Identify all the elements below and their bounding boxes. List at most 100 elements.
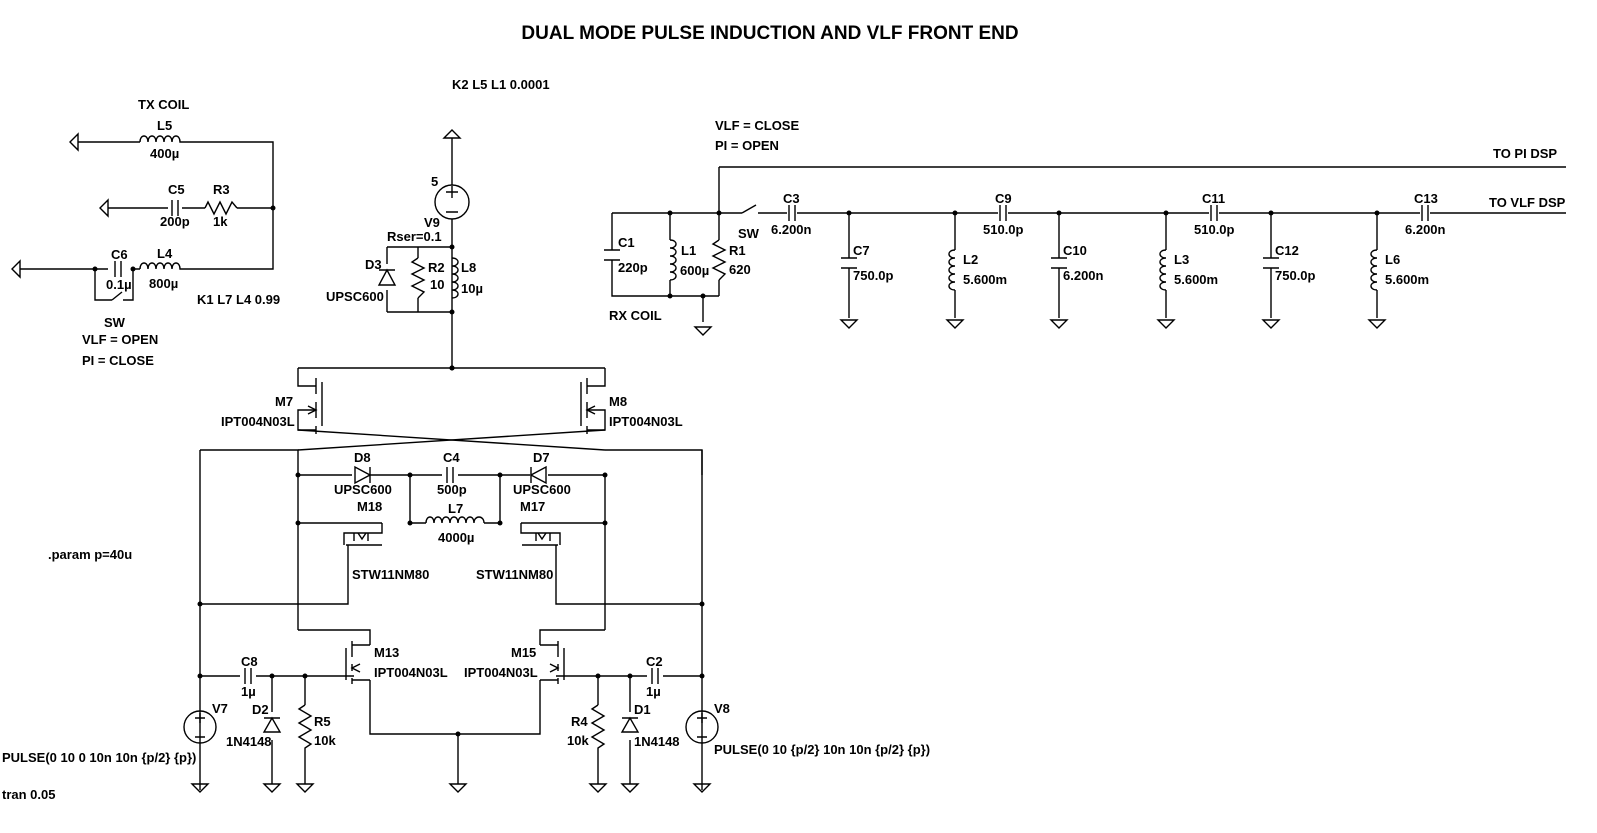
svg-text:L8: L8	[461, 260, 476, 275]
svg-text:M17: M17	[520, 499, 545, 514]
resistor-r4: R4 10k	[567, 704, 606, 755]
svg-text:5: 5	[431, 174, 438, 189]
svg-text:M7: M7	[275, 394, 293, 409]
voltage-source-v9: 5 V9 Rser=0.1	[387, 174, 470, 244]
mosfet-m15: M15 IPT004N03L	[464, 641, 565, 684]
capacitor-c9: C9 510.0p	[983, 191, 1024, 237]
svg-text:510.0p: 510.0p	[1194, 222, 1235, 237]
rx-coil-label: RX COIL	[609, 308, 662, 323]
svg-text:C9: C9	[995, 191, 1012, 206]
svg-text:200p: 200p	[160, 214, 190, 229]
mosfet-m18: M18 STW11NM80	[343, 499, 429, 582]
voltage-source-v7: V7 PULSE(0 10 0 10n 10n {p/2} {p})	[2, 701, 228, 765]
svg-text:C3: C3	[783, 191, 800, 206]
inductor-l4: L4 800µ	[139, 246, 188, 291]
tx-vlf-open-note: VLF = OPEN	[82, 332, 158, 347]
svg-text:5.600m: 5.600m	[963, 272, 1007, 287]
diode-d1: D1 1N4148	[620, 702, 680, 749]
svg-text:1N4148: 1N4148	[226, 734, 272, 749]
capacitor-c5: C5 200p	[160, 182, 190, 229]
supply-rail-arrow-icon	[442, 129, 462, 139]
diode-d3: D3 UPSC600	[326, 257, 397, 304]
svg-text:C6: C6	[111, 247, 128, 262]
voltage-source-v8: V8 PULSE(0 10 {p/2} 10n 10n {p/2} {p})	[685, 701, 930, 757]
param-directive: .param p=40u	[48, 547, 132, 562]
switch-sw-rx: SW	[738, 204, 760, 241]
svg-text:D7: D7	[533, 450, 550, 465]
capacitor-c4: C4 500p	[437, 450, 467, 497]
svg-text:D2: D2	[252, 702, 269, 717]
svg-text:L4: L4	[157, 246, 173, 261]
resistor-r5: R5 10k	[297, 704, 336, 755]
diode-d2: D2 1N4148	[226, 702, 282, 749]
svg-text:SW: SW	[738, 226, 760, 241]
svg-text:D8: D8	[354, 450, 371, 465]
bridge-wires	[199, 367, 703, 790]
svg-text:220p: 220p	[618, 260, 648, 275]
svg-text:5.600m: 5.600m	[1174, 272, 1218, 287]
mosfet-m13: M13 IPT004N03L	[345, 641, 448, 684]
svg-text:V7: V7	[212, 701, 228, 716]
svg-text:10µ: 10µ	[461, 281, 483, 296]
inductor-l3: L3 5.600m	[1159, 249, 1218, 291]
k2-directive: K2 L5 L1 0.0001	[452, 77, 550, 92]
svg-text:5.600m: 5.600m	[1385, 272, 1429, 287]
tx-coil-wires	[20, 141, 274, 301]
svg-text:6.200n: 6.200n	[771, 222, 812, 237]
capacitor-c7: C7 750.0p	[841, 243, 894, 283]
tx-pi-close-note: PI = CLOSE	[82, 353, 154, 368]
svg-text:600µ: 600µ	[680, 263, 709, 278]
svg-text:620: 620	[729, 262, 751, 277]
svg-text:C10: C10	[1063, 243, 1087, 258]
svg-text:SW: SW	[104, 315, 126, 330]
svg-text:750.0p: 750.0p	[853, 268, 894, 283]
to-vlf-dsp-label: TO VLF DSP	[1489, 195, 1566, 210]
svg-text:STW11NM80: STW11NM80	[352, 567, 429, 582]
svg-text:PULSE(0 10 {p/2} 10n 10n {p/2}: PULSE(0 10 {p/2} 10n 10n {p/2} {p})	[714, 742, 930, 757]
svg-text:1N4148: 1N4148	[634, 734, 680, 749]
svg-text:C11: C11	[1202, 191, 1225, 206]
svg-text:UPSC600: UPSC600	[513, 482, 571, 497]
svg-text:IPT004N03L: IPT004N03L	[464, 665, 538, 680]
mosfet-m17: M17 STW11NM80	[476, 499, 561, 582]
svg-text:C7: C7	[853, 243, 870, 258]
k1-directive: K1 L7 L4 0.99	[197, 292, 280, 307]
svg-text:L7: L7	[448, 501, 463, 516]
capacitor-c1: C1 220p	[604, 235, 648, 275]
svg-text:R3: R3	[213, 182, 230, 197]
ground-icons-bottom	[190, 783, 712, 793]
svg-text:IPT004N03L: IPT004N03L	[221, 414, 295, 429]
inductor-l7: L7 4000µ	[425, 501, 485, 545]
supply-v9-wires	[386, 138, 453, 368]
svg-text:6.200n: 6.200n	[1063, 268, 1104, 283]
svg-text:PULSE(0 10 0 10n 10n {p/2} {p}: PULSE(0 10 0 10n 10n {p/2} {p})	[2, 750, 196, 765]
inductor-l5: L5 400µ	[139, 118, 188, 161]
switch-sw-tx: SW	[104, 291, 126, 330]
tx-coil-label: TX COIL	[138, 97, 189, 112]
mosfet-m7: M7 IPT004N03L	[221, 378, 323, 434]
svg-text:M18: M18	[357, 499, 382, 514]
svg-text:500p: 500p	[437, 482, 467, 497]
svg-text:UPSC600: UPSC600	[326, 289, 384, 304]
svg-text:510.0p: 510.0p	[983, 222, 1024, 237]
svg-text:L1: L1	[681, 243, 696, 258]
capacitor-c10: C10 6.200n	[1051, 243, 1104, 283]
svg-text:L3: L3	[1174, 252, 1189, 267]
svg-text:750.0p: 750.0p	[1275, 268, 1316, 283]
svg-text:D3: D3	[365, 257, 382, 272]
resistor-r1: R1 620	[711, 239, 751, 281]
inductor-l2: L2 5.600m	[948, 249, 1007, 291]
svg-text:C8: C8	[241, 654, 258, 669]
diode-d7: D7 UPSC600	[513, 450, 571, 497]
capacitor-c11: C11 510.0p	[1194, 191, 1235, 237]
svg-text:STW11NM80: STW11NM80	[476, 567, 553, 582]
tran-directive: tran 0.05	[2, 787, 55, 802]
rx-vlf-close-note: VLF = CLOSE	[715, 118, 799, 133]
resistor-r2: R2 10	[410, 257, 445, 299]
svg-text:1µ: 1µ	[241, 684, 256, 699]
capacitor-c13: C13 6.200n	[1405, 191, 1446, 237]
svg-text:R5: R5	[314, 714, 331, 729]
svg-text:800µ: 800µ	[149, 276, 178, 291]
inductor-l6: L6 5.600m	[1370, 249, 1429, 291]
mosfet-m8: M8 IPT004N03L	[580, 378, 683, 434]
